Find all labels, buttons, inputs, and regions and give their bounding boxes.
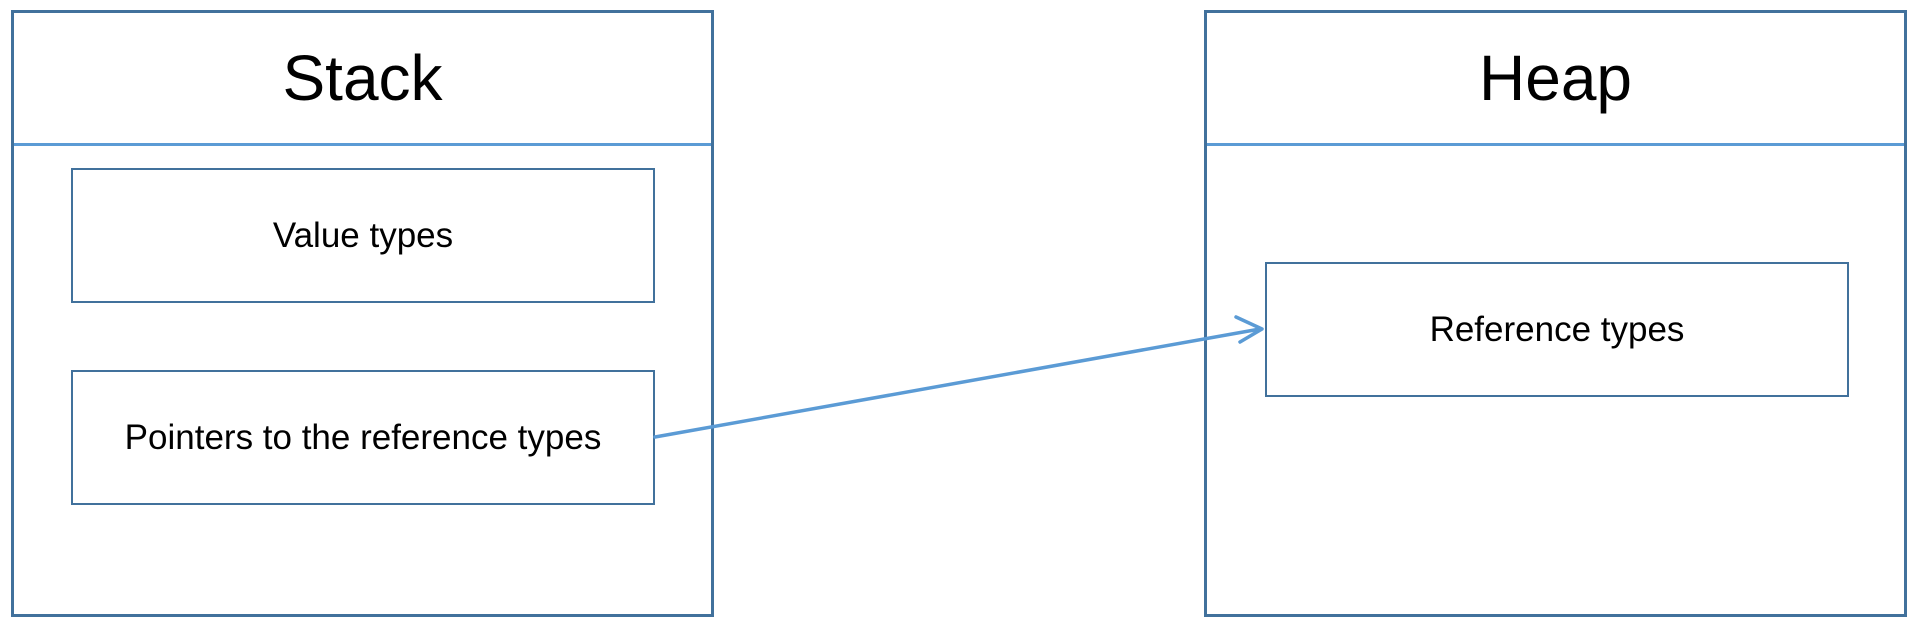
reference-types-label: Reference types [1429, 309, 1685, 349]
value-types-box: Value types [71, 168, 655, 303]
heap-title: Heap [1207, 13, 1904, 146]
value-types-label: Value types [272, 215, 454, 255]
stack-title: Stack [14, 13, 711, 146]
reference-types-box: Reference types [1265, 262, 1849, 397]
stack-panel: Stack [11, 10, 714, 617]
pointers-box: Pointers to the reference types [71, 370, 655, 505]
pointer-arrow-line [653, 327, 1262, 439]
pointers-label: Pointers to the reference types [124, 417, 602, 457]
